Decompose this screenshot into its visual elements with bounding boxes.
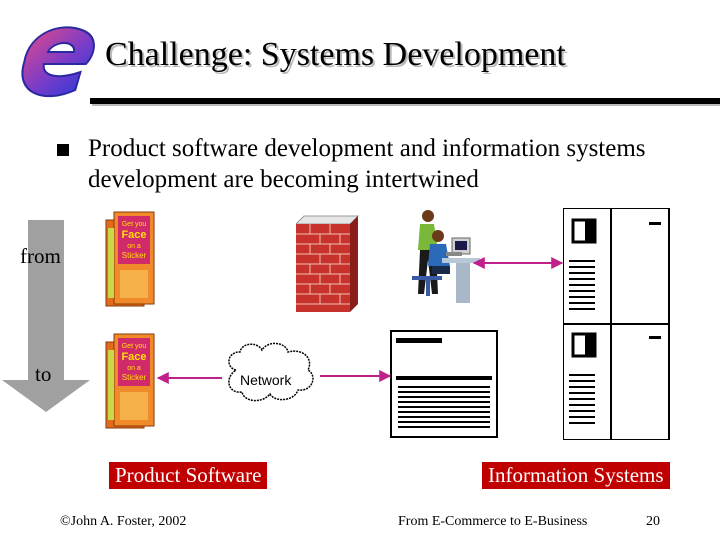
caption-information-systems: Information Systems [482,462,670,489]
footer-course-title: From E-Commerce to E-Business [398,514,587,530]
footer-copyright: ©John A. Foster, 2002 [60,514,186,530]
caption-product-software: Product Software [109,462,267,489]
footer-page-number: 20 [646,514,660,530]
